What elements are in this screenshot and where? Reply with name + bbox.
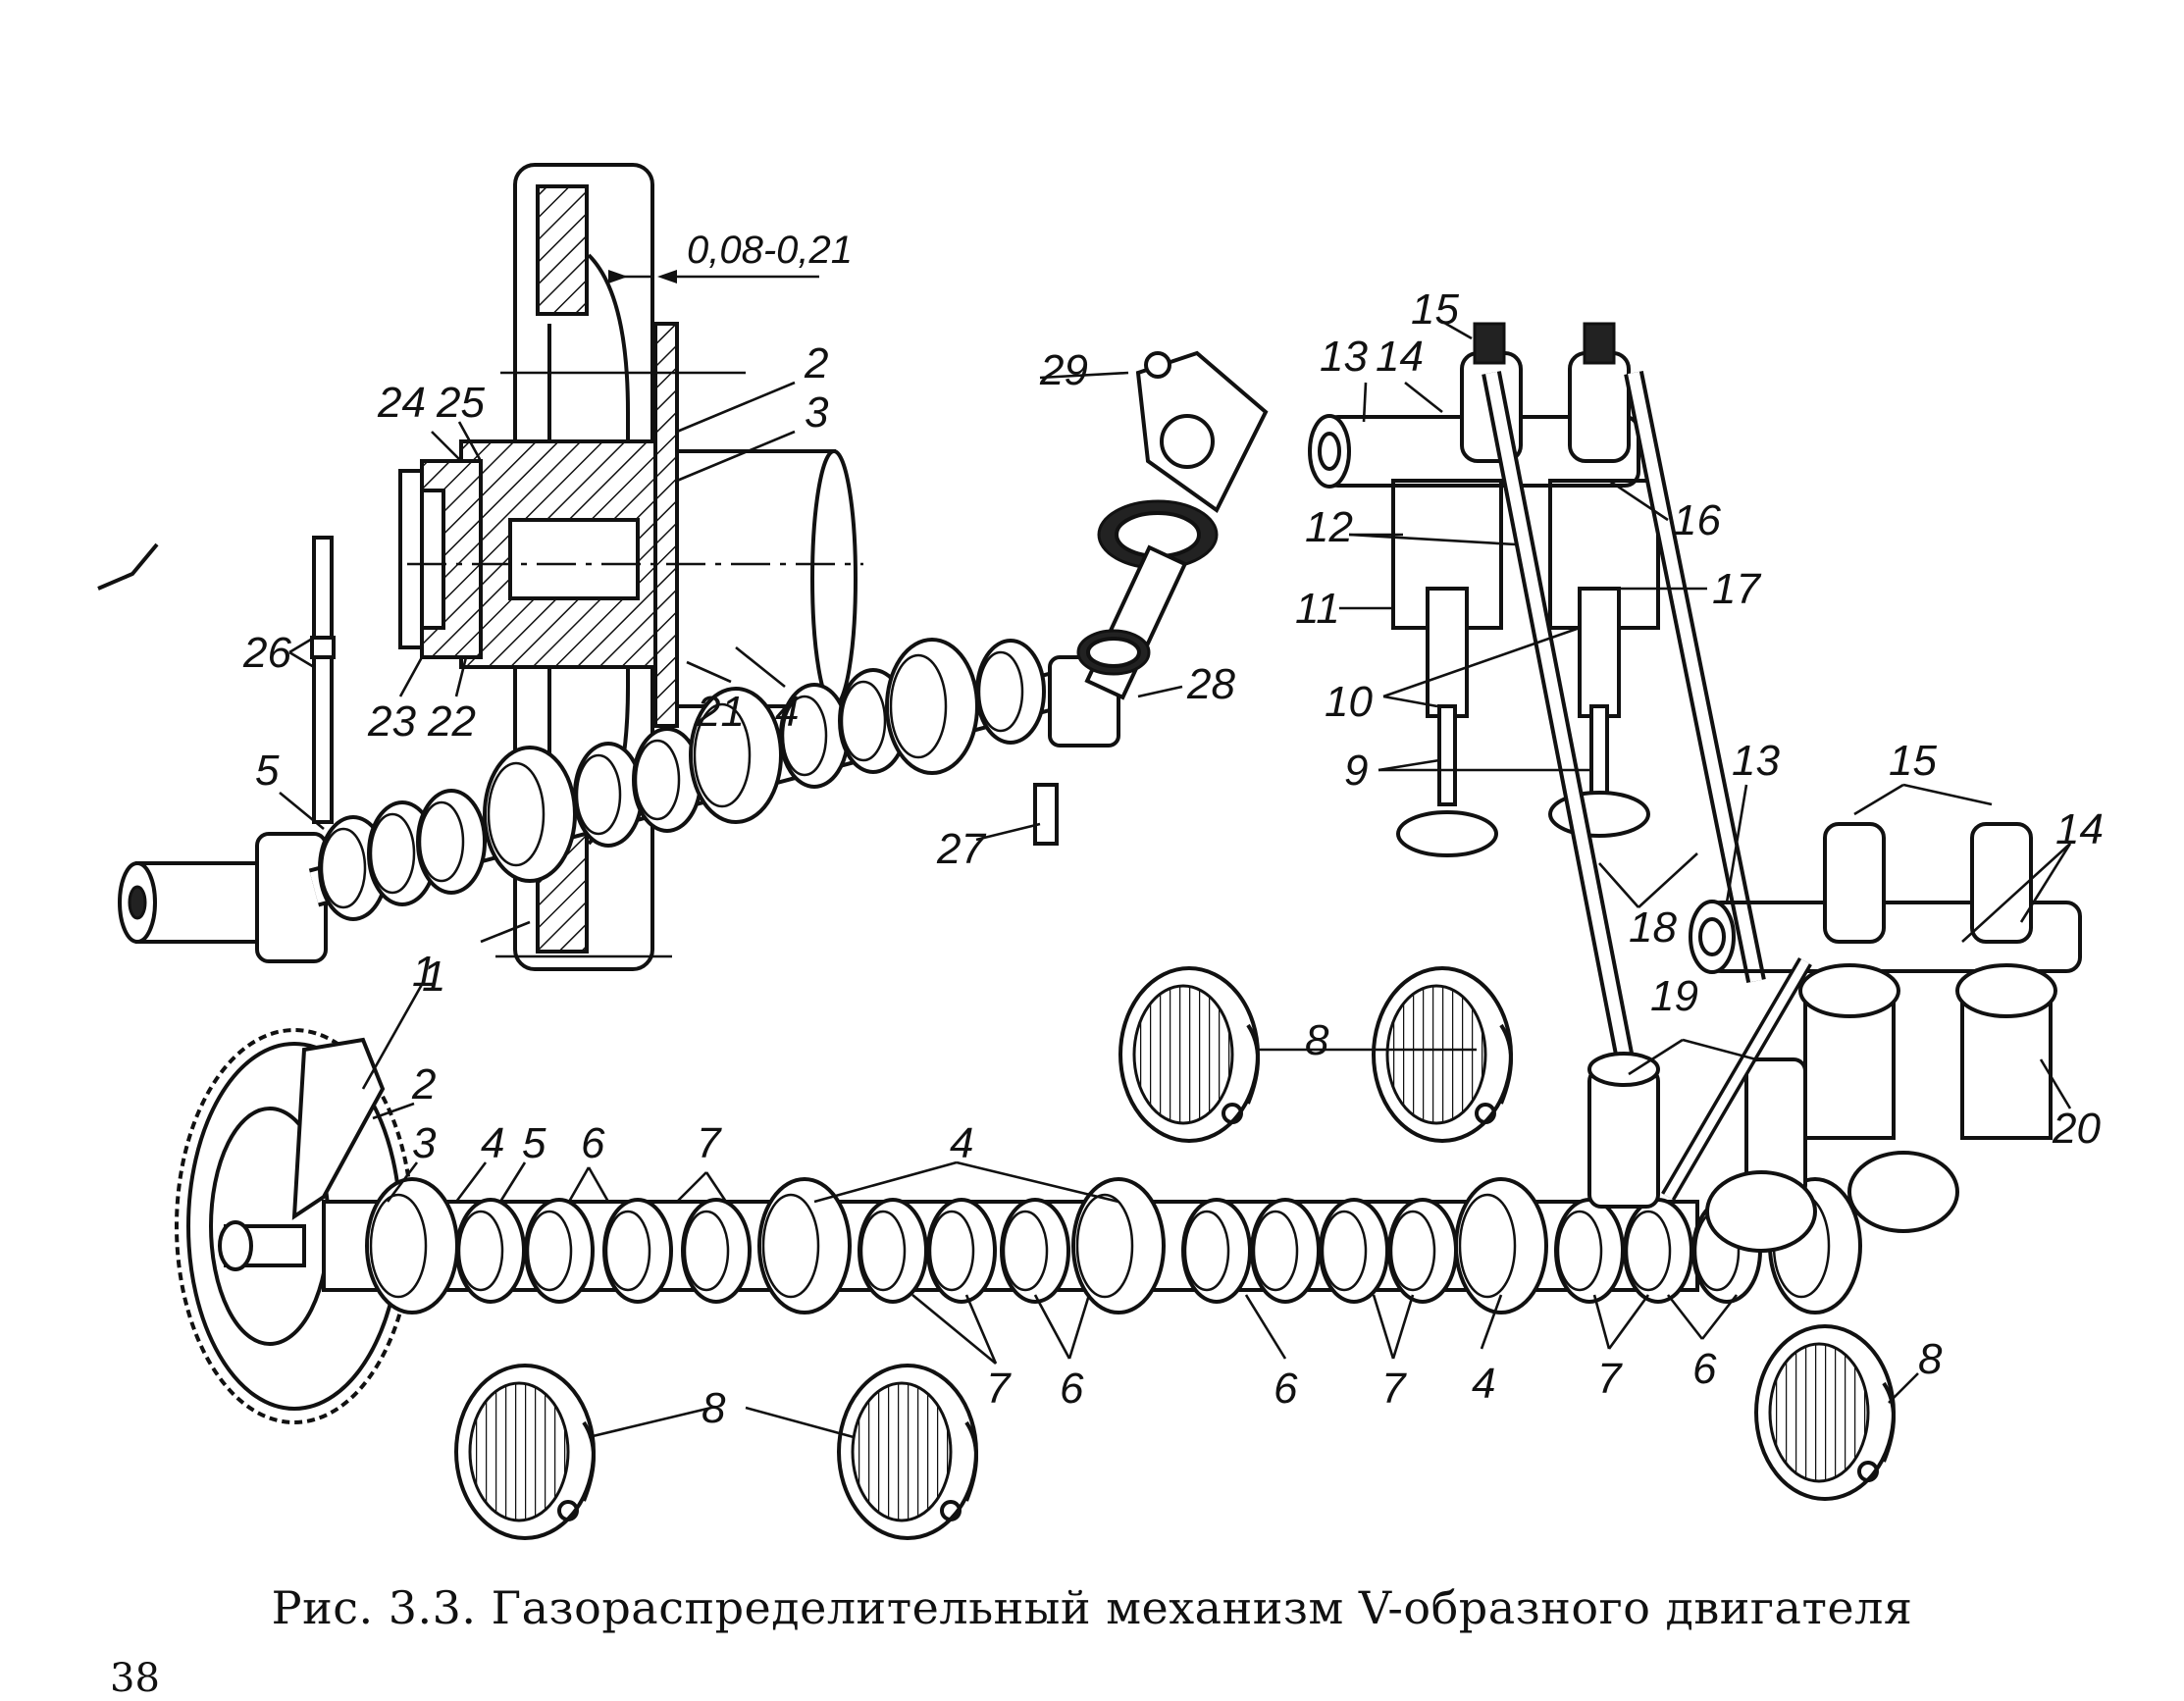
lower-rocker-assembly xyxy=(1587,822,2082,1253)
label-14-lower: 14 xyxy=(2055,805,2104,853)
label-11: 11 xyxy=(1295,585,1340,633)
label-26: 26 xyxy=(242,629,291,677)
leader-lines xyxy=(279,317,2072,1439)
label-8-c: 8 xyxy=(1918,1335,1943,1383)
label-1-upper: 1 xyxy=(422,953,445,1001)
label-13-lower: 13 xyxy=(1732,737,1780,785)
label-29: 29 xyxy=(1039,346,1088,394)
label-5-upper: 5 xyxy=(255,747,280,795)
margin-mark xyxy=(97,542,159,591)
upper-camshaft xyxy=(118,536,1120,963)
label-8-a: 8 xyxy=(1305,1016,1329,1064)
label-16: 16 xyxy=(1673,496,1721,544)
label-24: 24 xyxy=(377,379,426,427)
label-8-b: 8 xyxy=(702,1384,726,1432)
label-3-lower: 3 xyxy=(412,1119,437,1167)
label-22: 22 xyxy=(427,697,476,746)
label-6-lower-d: 6 xyxy=(1692,1345,1717,1393)
upper-rocker-assembly xyxy=(1308,322,1766,1081)
label-20: 20 xyxy=(2052,1105,2101,1153)
label-21: 21 xyxy=(696,688,745,736)
dimension-label: 0,08-0,21 xyxy=(687,229,853,272)
label-3: 3 xyxy=(805,388,829,437)
label-7-lower-c: 7 xyxy=(1381,1365,1407,1413)
label-4-upper: 4 xyxy=(775,688,799,736)
label-17: 17 xyxy=(1712,565,1761,613)
label-5-lower: 5 xyxy=(522,1119,546,1167)
label-27: 27 xyxy=(936,825,986,873)
lower-camshaft xyxy=(175,1028,1862,1424)
label-1-lower: 1 xyxy=(412,948,436,996)
label-6-lower-a: 6 xyxy=(581,1119,605,1167)
label-9: 9 xyxy=(1344,747,1368,795)
label-12: 12 xyxy=(1305,503,1353,551)
label-10: 10 xyxy=(1325,678,1373,726)
label-15-lower: 15 xyxy=(1889,737,1937,785)
label-19: 19 xyxy=(1650,972,1698,1020)
label-2-lower: 2 xyxy=(411,1060,436,1108)
label-4-lower-c: 4 xyxy=(1472,1360,1495,1408)
distributor-drive xyxy=(1076,350,1269,700)
label-18: 18 xyxy=(1629,903,1677,952)
label-23: 23 xyxy=(367,697,416,746)
label-14-upper: 14 xyxy=(1376,333,1424,381)
label-6-lower-b: 6 xyxy=(1060,1365,1084,1413)
label-7-lower-d: 7 xyxy=(1597,1355,1623,1403)
label-2: 2 xyxy=(804,339,828,387)
page-number: 38 xyxy=(110,1656,160,1701)
label-13-upper: 13 xyxy=(1320,333,1368,381)
label-25: 25 xyxy=(436,379,485,427)
label-7-lower-a: 7 xyxy=(697,1119,722,1167)
label-15-upper: 15 xyxy=(1411,285,1459,334)
part-labels: 0,08-0,21 2 3 24 25 26 23 22 21 4 5 1 29… xyxy=(242,229,2104,1432)
figure-caption: Рис. 3.3. Газораспределительный механизм… xyxy=(271,1581,1913,1634)
label-4-lower-a: 4 xyxy=(481,1119,504,1167)
label-6-lower-c: 6 xyxy=(1274,1365,1298,1413)
label-28: 28 xyxy=(1186,660,1235,708)
label-7-lower-b: 7 xyxy=(986,1365,1012,1413)
label-4-lower-b: 4 xyxy=(950,1119,973,1167)
